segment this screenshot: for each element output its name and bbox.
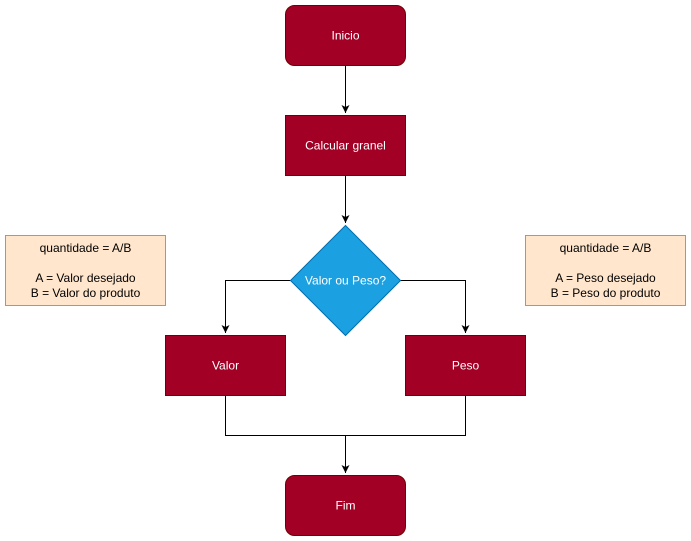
start-node-shape bbox=[285, 5, 406, 66]
weight-node-shape bbox=[405, 335, 526, 396]
connectors bbox=[221, 65, 470, 473]
weight-note-b-definition: B = Peso do produto bbox=[551, 286, 661, 300]
end-node-shape bbox=[285, 475, 406, 536]
calculate-node-shape bbox=[285, 115, 406, 176]
value-note-formula: quantidade = A/B bbox=[40, 241, 132, 255]
weight-formula-note-box bbox=[525, 235, 686, 306]
decision-node: Valor ou Peso? bbox=[289, 224, 402, 337]
decision-node-label: Valor ou Peso? bbox=[305, 274, 386, 288]
start-node: Inicio bbox=[285, 5, 406, 66]
value-note-a-definition: A = Valor desejado bbox=[35, 271, 136, 285]
weight-note-formula: quantidade = A/B bbox=[560, 241, 652, 255]
end-node-label: Fim bbox=[336, 499, 356, 513]
connector-decision-to-weight bbox=[400, 280, 470, 333]
connector-weight-to-end bbox=[345, 395, 466, 436]
start-node-label: Inicio bbox=[331, 29, 359, 43]
weight-node-label: Peso bbox=[452, 359, 480, 373]
decision-node-shape bbox=[289, 224, 402, 337]
connector-value-to-end bbox=[225, 395, 350, 473]
calculate-node-label: Calcular granel bbox=[305, 139, 386, 153]
value-formula-note: quantidade = A/B A = Valor desejado B = … bbox=[5, 235, 166, 306]
connector-decision-to-value bbox=[221, 280, 291, 333]
end-node: Fim bbox=[285, 475, 406, 536]
value-node-label: Valor bbox=[212, 359, 239, 373]
weight-node: Peso bbox=[405, 335, 526, 396]
value-node: Valor bbox=[165, 335, 286, 396]
calculate-node: Calcular granel bbox=[285, 115, 406, 176]
weight-note-a-definition: A = Peso desejado bbox=[555, 271, 656, 285]
weight-formula-note: quantidade = A/B A = Peso desejado B = P… bbox=[525, 235, 686, 306]
value-node-shape bbox=[165, 335, 286, 396]
value-formula-note-box bbox=[5, 235, 166, 306]
value-note-b-definition: B = Valor do produto bbox=[31, 286, 141, 300]
